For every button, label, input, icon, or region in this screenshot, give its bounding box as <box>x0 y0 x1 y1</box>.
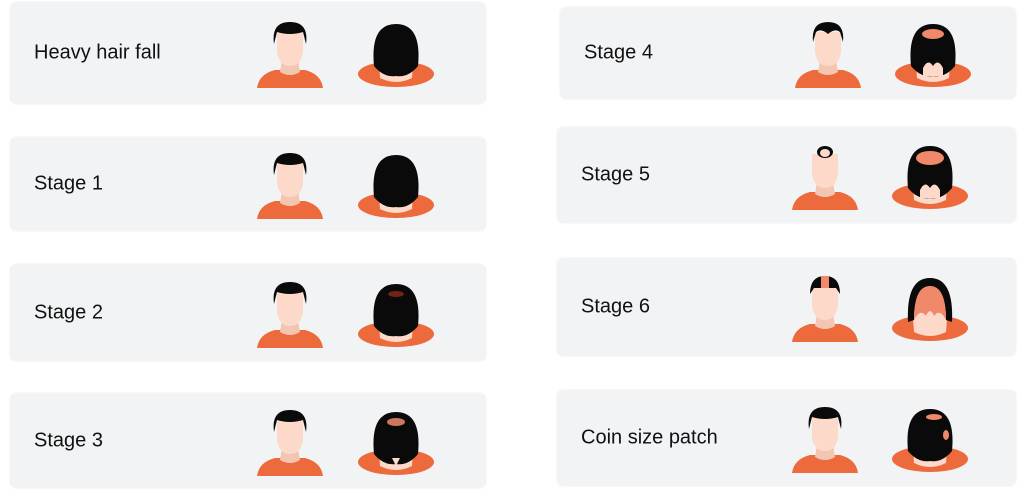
stage-card[interactable]: Heavy hair fall <box>10 2 486 104</box>
top-head-icon <box>890 405 970 475</box>
stage-card[interactable]: Stage 4 <box>560 7 1016 99</box>
stage-label: Stage 2 <box>34 301 103 323</box>
stage-card[interactable]: Stage 3 <box>10 393 486 488</box>
front-head-icon <box>255 280 325 350</box>
top-head-icon <box>890 274 970 344</box>
front-head-icon <box>790 142 860 212</box>
front-head-icon <box>790 405 860 475</box>
stage-label: Stage 4 <box>584 41 653 64</box>
stage-card[interactable]: Stage 6 <box>557 258 1016 356</box>
stage-card[interactable]: Stage 2 <box>10 264 486 361</box>
stage-label: Stage 6 <box>581 295 650 318</box>
stage-label: Stage 5 <box>581 163 650 186</box>
stage-card[interactable]: Coin size patch <box>557 390 1016 486</box>
front-head-icon <box>255 20 325 90</box>
front-head-icon <box>255 408 325 478</box>
front-head-icon <box>790 274 860 344</box>
top-head-icon <box>893 20 973 90</box>
top-head-icon <box>356 408 436 478</box>
top-head-icon <box>356 20 436 90</box>
stage-card[interactable]: Stage 5 <box>557 127 1016 223</box>
stage-label: Stage 3 <box>34 429 103 451</box>
stage-label: Stage 1 <box>34 172 103 195</box>
top-head-icon <box>890 142 970 212</box>
top-head-icon <box>356 151 436 221</box>
stage-label: Coin size patch <box>581 426 718 449</box>
top-head-icon <box>356 280 436 350</box>
front-head-icon <box>255 151 325 221</box>
front-head-icon <box>793 20 863 90</box>
stage-card[interactable]: Stage 1 <box>10 137 486 231</box>
stage-label: Heavy hair fall <box>34 41 161 64</box>
